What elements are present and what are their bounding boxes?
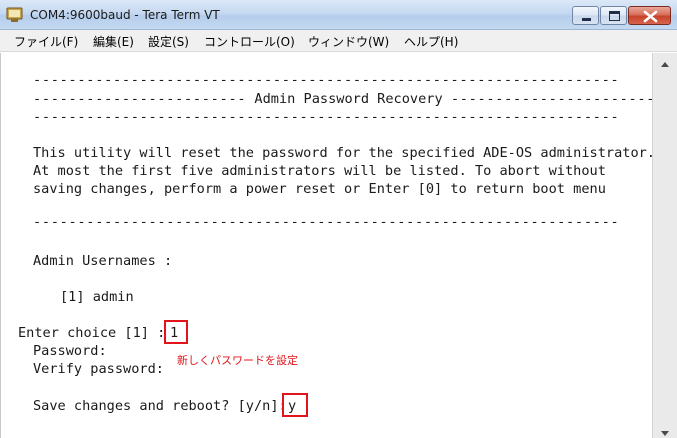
save-value: y bbox=[288, 398, 297, 414]
minimize-button[interactable] bbox=[572, 6, 599, 25]
description-line-1: This utility will reset the password for… bbox=[33, 145, 655, 161]
header-row: ------------------------ Admin Password … bbox=[33, 91, 664, 107]
menu-control[interactable]: コントロール(O) bbox=[204, 35, 295, 49]
rule-after-header: ----------------------------------------… bbox=[33, 109, 620, 125]
tera-term-icon bbox=[6, 7, 23, 22]
rule-top: ----------------------------------------… bbox=[33, 72, 620, 88]
maximize-button[interactable] bbox=[600, 6, 627, 25]
minimize-icon bbox=[582, 18, 591, 21]
maximize-icon bbox=[609, 11, 620, 21]
header-title: Admin Password Recovery bbox=[254, 91, 443, 107]
menu-settings[interactable]: 設定(S) bbox=[148, 35, 189, 49]
menu-edit[interactable]: 編集(E) bbox=[93, 35, 134, 49]
menu-window[interactable]: ウィンドウ(W) bbox=[308, 35, 390, 49]
vertical-scrollbar[interactable] bbox=[652, 53, 677, 438]
window-title: COM4:9600baud - Tera Term VT bbox=[30, 8, 220, 22]
choice-value: 1 bbox=[170, 325, 179, 341]
description-line-2: At most the first five administrators wi… bbox=[33, 163, 606, 179]
choice-highlight-box bbox=[164, 320, 188, 344]
scroll-down-icon[interactable] bbox=[655, 425, 675, 438]
save-highlight-box bbox=[282, 393, 308, 417]
close-icon bbox=[643, 10, 658, 23]
usernames-label: Admin Usernames : bbox=[33, 253, 173, 269]
menu-file[interactable]: ファイル(F) bbox=[14, 35, 79, 49]
title-bar[interactable]: COM4:9600baud - Tera Term VT bbox=[0, 0, 677, 30]
verify-password-prompt: Verify password: bbox=[33, 361, 164, 377]
menu-bar: ファイル(F) 編集(E) 設定(S) コントロール(O) ウィンドウ(W) ヘ… bbox=[0, 30, 677, 52]
scroll-up-icon[interactable] bbox=[655, 56, 675, 73]
terminal-screen[interactable] bbox=[0, 53, 652, 438]
description-line-3: saving changes, perform a power reset or… bbox=[33, 181, 606, 197]
annotation-note: 新しくパスワードを設定 bbox=[177, 354, 298, 367]
close-button[interactable] bbox=[628, 6, 671, 25]
choice-prompt: Enter choice [1] : bbox=[18, 325, 166, 341]
header-right-dashes: ------------------------ bbox=[450, 91, 665, 107]
password-prompt: Password: bbox=[33, 343, 107, 359]
rule-after-description: ----------------------------------------… bbox=[33, 214, 620, 230]
username-item: [1] admin bbox=[60, 289, 134, 305]
header-left-dashes: ------------------------ bbox=[33, 91, 247, 107]
save-prompt: Save changes and reboot? [y/n]: bbox=[33, 398, 287, 414]
menu-help[interactable]: ヘルプ(H) bbox=[404, 35, 459, 49]
